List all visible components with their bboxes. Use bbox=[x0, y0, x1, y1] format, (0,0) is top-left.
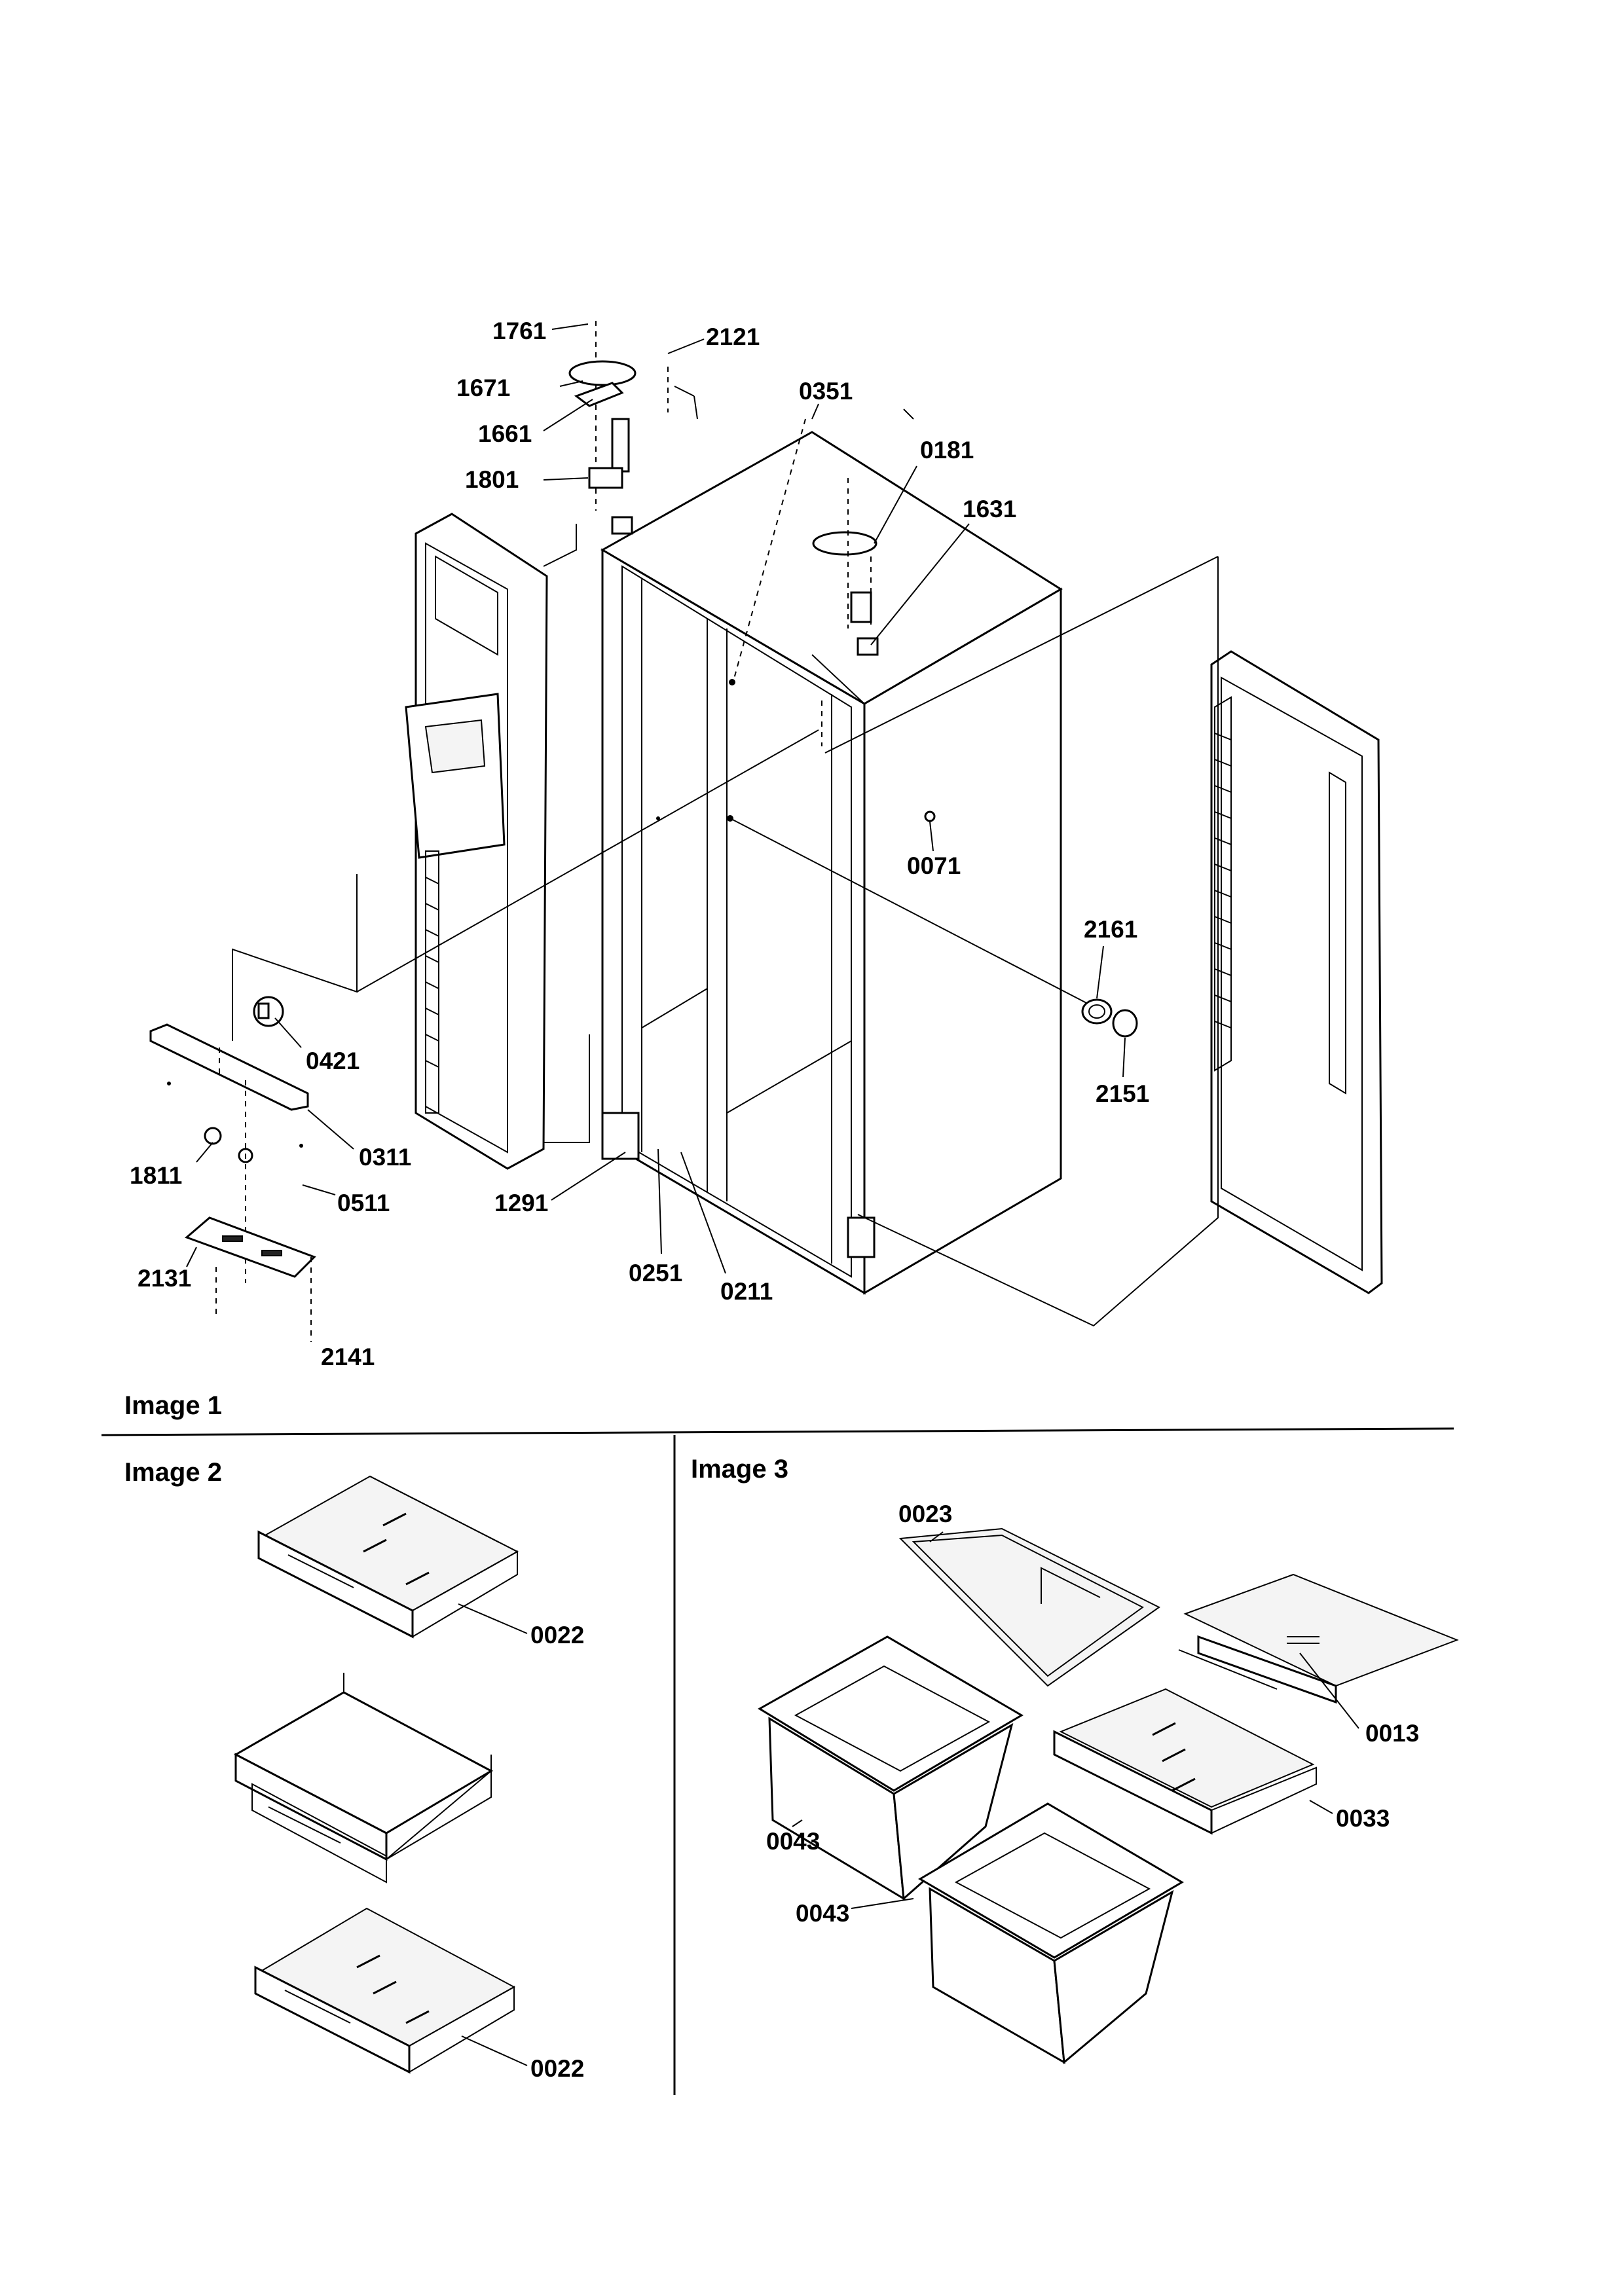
fresh-food-door bbox=[1210, 650, 1383, 1294]
callout-0181: 0181 bbox=[920, 437, 974, 464]
callout-1291: 1291 bbox=[494, 1190, 548, 1216]
callout-1671: 1671 bbox=[456, 374, 510, 401]
door-closer bbox=[1081, 998, 1138, 1038]
callout-2151: 2151 bbox=[1096, 1080, 1149, 1107]
crisper-cover-0023 bbox=[898, 1527, 1160, 1687]
callout-0033: 0033 bbox=[1336, 1805, 1390, 1832]
cabinet bbox=[600, 431, 1063, 1295]
callout-2131: 2131 bbox=[138, 1265, 191, 1292]
image3-shelves-crispers: Image 3 bbox=[691, 1455, 1459, 2064]
callout-0043-lower: 0043 bbox=[796, 1900, 849, 1927]
callout-1801: 1801 bbox=[465, 466, 519, 493]
callout-0022-bottom: 0022 bbox=[530, 2055, 584, 2082]
callout-1661: 1661 bbox=[478, 420, 532, 447]
callout-0511: 0511 bbox=[337, 1190, 390, 1216]
shelf-0033 bbox=[1053, 1688, 1317, 1835]
callout-1761: 1761 bbox=[492, 318, 546, 344]
callout-0023: 0023 bbox=[898, 1501, 952, 1527]
callout-0421: 0421 bbox=[306, 1048, 360, 1074]
section-divider-horizontal bbox=[101, 1427, 1454, 1436]
callout-0071: 0071 bbox=[907, 852, 961, 879]
callout-0043-upper: 0043 bbox=[766, 1828, 820, 1855]
leader-lines bbox=[186, 323, 1126, 1274]
callout-1811: 1811 bbox=[130, 1162, 182, 1189]
top-hinge-right bbox=[812, 478, 879, 656]
callout-0013: 0013 bbox=[1365, 1720, 1419, 1747]
top-hinge-left bbox=[568, 321, 698, 535]
callout-1631: 1631 bbox=[963, 496, 1016, 522]
bottom-hinge-left bbox=[149, 996, 316, 1342]
crisper-0043-lower bbox=[918, 1802, 1184, 2064]
callout-0022-top: 0022 bbox=[530, 1622, 584, 1649]
callout-0311: 0311 bbox=[359, 1144, 411, 1171]
image2-title: Image 2 bbox=[124, 1458, 222, 1487]
callout-0211: 0211 bbox=[720, 1278, 773, 1305]
image2-shelves: Image 2 bbox=[124, 1458, 584, 2082]
shelf-0013 bbox=[1183, 1573, 1459, 1704]
shelf-top bbox=[257, 1475, 519, 1639]
callout-0351: 0351 bbox=[799, 378, 853, 405]
callout-2141: 2141 bbox=[321, 1343, 375, 1370]
image3-title: Image 3 bbox=[691, 1455, 788, 1484]
callout-2121: 2121 bbox=[706, 323, 760, 350]
shelf-bottom bbox=[254, 1907, 516, 2074]
image1-assembly: 1761 2121 1671 0351 1661 0181 1801 1631 … bbox=[124, 318, 1383, 1420]
freezer-door bbox=[405, 513, 548, 1170]
callout-2161: 2161 bbox=[1084, 916, 1137, 943]
image1-title: Image 1 bbox=[124, 1391, 222, 1420]
callout-0251: 0251 bbox=[629, 1260, 682, 1286]
shelf-middle bbox=[233, 1673, 494, 1884]
crisper-0043-upper bbox=[758, 1635, 1024, 1901]
